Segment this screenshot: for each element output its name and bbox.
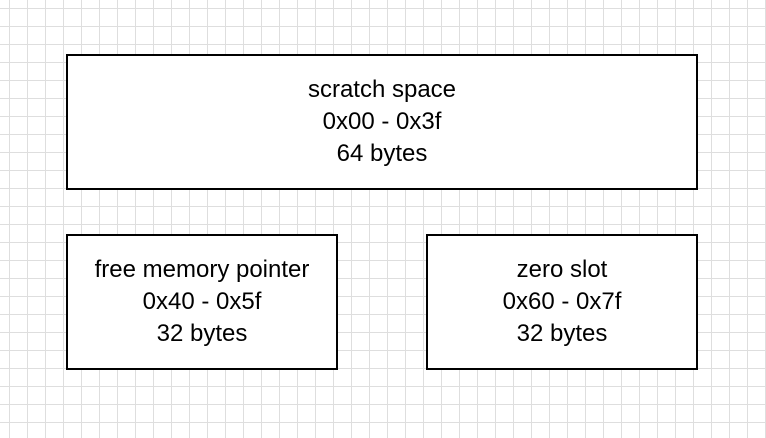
zero-slot-block[interactable]: zero slot 0x60 - 0x7f 32 bytes bbox=[426, 234, 698, 370]
block-name: scratch space bbox=[307, 76, 457, 103]
block-range: 0x00 - 0x3f bbox=[322, 108, 442, 135]
block-size: 64 bytes bbox=[336, 140, 428, 167]
scratch-space-block[interactable]: scratch space 0x00 - 0x3f 64 bytes bbox=[66, 54, 698, 190]
block-range: 0x60 - 0x7f bbox=[502, 288, 622, 315]
block-size: 32 bytes bbox=[516, 320, 608, 347]
block-range: 0x40 - 0x5f bbox=[142, 288, 262, 315]
block-name: zero slot bbox=[516, 256, 608, 283]
block-size: 32 bytes bbox=[156, 320, 248, 347]
block-name: free memory pointer bbox=[94, 256, 310, 283]
free-memory-pointer-block[interactable]: free memory pointer 0x40 - 0x5f 32 bytes bbox=[66, 234, 338, 370]
